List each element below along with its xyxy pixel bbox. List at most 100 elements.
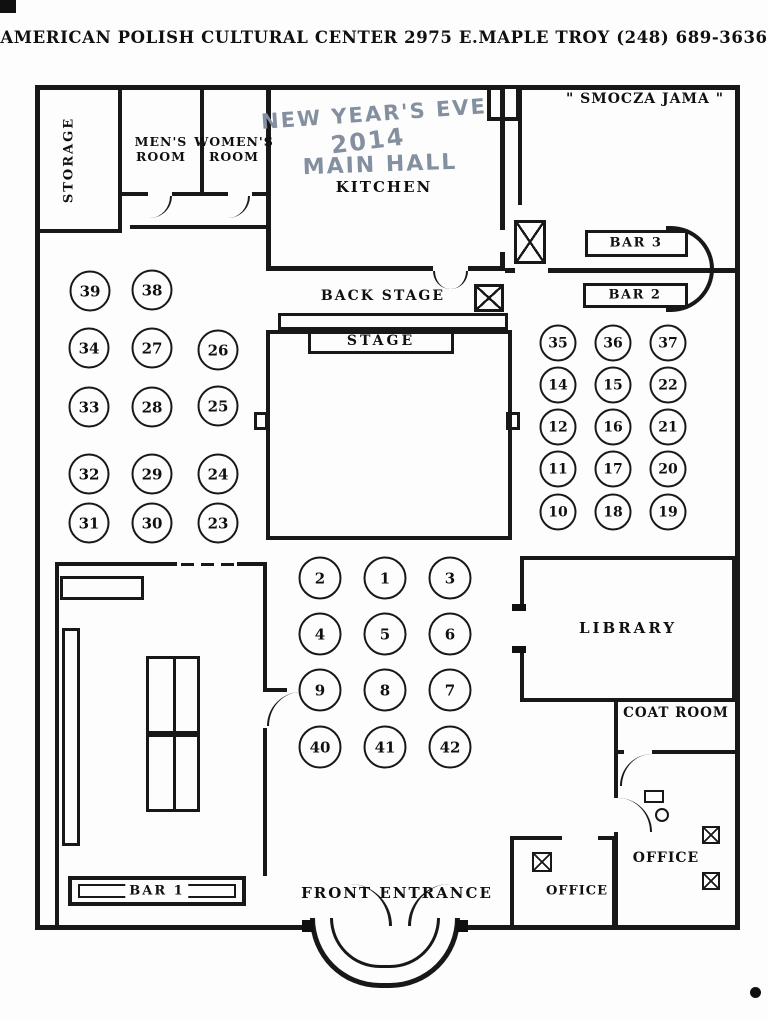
wall bbox=[237, 562, 267, 566]
wall bbox=[652, 750, 736, 754]
wall bbox=[518, 90, 522, 205]
door-post bbox=[512, 646, 526, 653]
table-33: 33 bbox=[68, 386, 110, 428]
office-right-label: OFFICE bbox=[632, 850, 700, 866]
office-center-label: OFFICE bbox=[545, 883, 609, 899]
table-divider bbox=[173, 737, 176, 809]
page-title: AMERICAN POLISH CULTURAL CENTER 2975 E.M… bbox=[0, 28, 768, 47]
table-6: 6 bbox=[428, 612, 472, 656]
table-11: 11 bbox=[539, 450, 577, 488]
table-21: 21 bbox=[649, 408, 687, 446]
bar3-label: BAR 3 bbox=[609, 235, 663, 251]
mens-room-label-line1: MEN'S bbox=[134, 134, 188, 149]
table-29: 29 bbox=[131, 453, 173, 495]
wall bbox=[252, 192, 268, 196]
front-entrance-label: FRONT ENTRANCE bbox=[301, 884, 493, 902]
womens-room-label-line2: ROOM bbox=[208, 149, 260, 164]
table-31: 31 bbox=[68, 502, 110, 544]
table-37: 37 bbox=[649, 324, 687, 362]
table-divider bbox=[173, 659, 176, 731]
wall bbox=[735, 85, 740, 930]
wall bbox=[122, 192, 148, 196]
table-26: 26 bbox=[197, 329, 239, 371]
table-38: 38 bbox=[131, 269, 173, 311]
library-door-gap bbox=[516, 610, 528, 648]
double-door bbox=[474, 284, 504, 312]
table-18: 18 bbox=[594, 493, 632, 531]
bar2-counter bbox=[583, 283, 688, 308]
wall bbox=[612, 836, 616, 926]
table-16: 16 bbox=[594, 408, 632, 446]
table-42: 42 bbox=[428, 725, 472, 769]
counter bbox=[62, 628, 80, 846]
wall bbox=[548, 268, 736, 273]
scan-artifact bbox=[0, 0, 16, 13]
table-35: 35 bbox=[539, 324, 577, 362]
table-7: 7 bbox=[428, 668, 472, 712]
wall bbox=[263, 688, 287, 692]
table-8: 8 bbox=[363, 668, 407, 712]
table-39: 39 bbox=[69, 270, 111, 312]
table-22: 22 bbox=[649, 366, 687, 404]
double-door bbox=[514, 220, 546, 264]
wall bbox=[35, 229, 122, 233]
wall bbox=[614, 832, 618, 926]
smocza-jama-label: " SMOCZA JAMA " bbox=[565, 91, 725, 107]
bar3-counter bbox=[585, 230, 688, 257]
dance-floor bbox=[266, 330, 512, 540]
bar1-label: BAR 1 bbox=[125, 883, 189, 899]
door-post bbox=[512, 604, 526, 611]
wall bbox=[500, 85, 505, 230]
wall bbox=[266, 266, 433, 271]
wall bbox=[263, 562, 267, 688]
wall bbox=[263, 728, 267, 876]
wall bbox=[35, 85, 40, 930]
table-14: 14 bbox=[539, 366, 577, 404]
table-15: 15 bbox=[594, 366, 632, 404]
coat-room-label: COAT ROOM bbox=[623, 705, 729, 721]
counter bbox=[60, 576, 144, 600]
table-40: 40 bbox=[298, 725, 342, 769]
womens-room-label-line1: WOMEN'S bbox=[194, 134, 274, 149]
wall bbox=[614, 750, 624, 754]
table-32: 32 bbox=[68, 453, 110, 495]
mens-room-label-line2: ROOM bbox=[135, 149, 186, 164]
table-23: 23 bbox=[197, 502, 239, 544]
fixture bbox=[532, 852, 552, 872]
kitchen-label: KITCHEN bbox=[335, 178, 433, 196]
wall bbox=[505, 268, 515, 273]
table-20: 20 bbox=[649, 450, 687, 488]
back-stage-label: BACK STAGE bbox=[320, 288, 446, 304]
door-post bbox=[302, 920, 314, 932]
sliding-door-dash bbox=[181, 563, 194, 566]
library-label: LIBRARY bbox=[578, 619, 678, 637]
long-table bbox=[146, 734, 200, 812]
wall bbox=[510, 836, 514, 926]
table-25: 25 bbox=[197, 385, 239, 427]
wall bbox=[118, 85, 122, 233]
wall bbox=[55, 562, 177, 566]
sliding-door-dash bbox=[201, 563, 214, 566]
wall bbox=[598, 836, 616, 840]
table-28: 28 bbox=[131, 386, 173, 428]
wall bbox=[614, 754, 618, 798]
table-10: 10 bbox=[539, 493, 577, 531]
wall bbox=[518, 85, 740, 90]
wall bbox=[35, 925, 312, 930]
scan-artifact bbox=[750, 987, 761, 998]
table-9: 9 bbox=[298, 668, 342, 712]
table-5: 5 bbox=[363, 612, 407, 656]
table-36: 36 bbox=[594, 324, 632, 362]
wall-tab bbox=[254, 412, 268, 430]
table-34: 34 bbox=[68, 327, 110, 369]
long-table bbox=[146, 656, 200, 734]
table-41: 41 bbox=[363, 725, 407, 769]
wall bbox=[130, 225, 268, 229]
table-4: 4 bbox=[298, 612, 342, 656]
mens-room-label: MEN'S ROOM bbox=[135, 134, 188, 164]
bar2-label: BAR 2 bbox=[608, 287, 662, 303]
table-24: 24 bbox=[197, 453, 239, 495]
wall bbox=[500, 252, 505, 270]
